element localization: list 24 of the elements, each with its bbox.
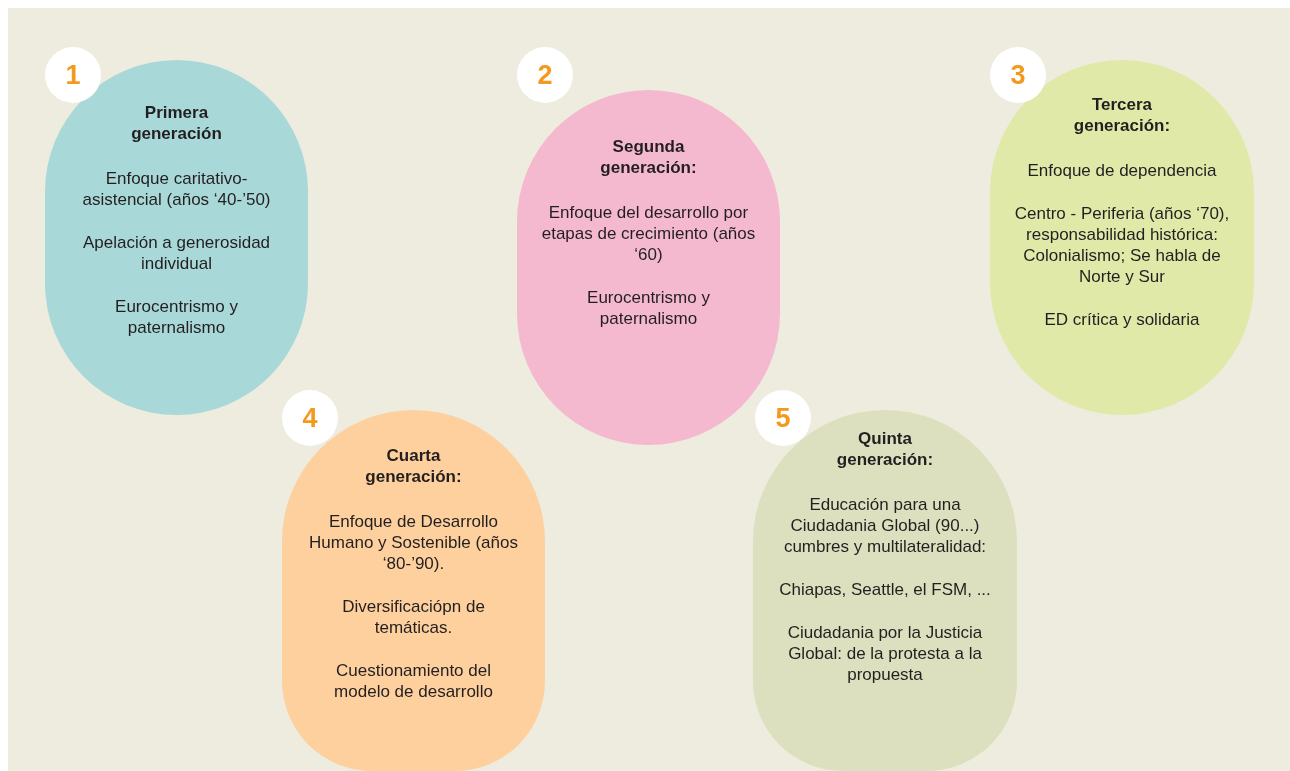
generation-description: Ciudadania por la Justicia Global: de la protesta a la propuesta <box>786 622 984 685</box>
generation-description: Enfoque del desarrollo por etapas de crecimiento (años ‘60) <box>541 202 756 265</box>
step-number: 4 <box>302 402 318 434</box>
generation-heading: Quinta generación: <box>835 428 935 470</box>
generation-description: Cuestionamiento del modelo de desarrollo <box>333 660 494 702</box>
step-number: 3 <box>1010 59 1026 91</box>
generation-description: Diversificaciópn de temáticas. <box>341 596 486 638</box>
step-number: 2 <box>537 59 553 91</box>
generation-heading: Tercera generación: <box>1072 94 1172 136</box>
generation-description: Enfoque caritativo-asistencial (años ‘40-’50) <box>81 168 272 210</box>
generation-description: Eurocentrismo y paternalismo <box>586 287 711 329</box>
generation-description: Chiapas, Seattle, el FSM, ... <box>779 579 991 600</box>
generation-description: Enfoque de dependencia <box>1027 160 1217 181</box>
generation-description: ED crítica y solidaria <box>1044 309 1200 330</box>
generation-description: Enfoque de Desarrollo Humano y Sostenible (años ‘80-’90). <box>308 511 519 574</box>
generation-heading: Segunda generación: <box>599 136 698 178</box>
generation-description: Centro - Periferia (años ‘70), responsabilidad histórica: Colonialismo; Se habla de Norte y Sur <box>1014 203 1230 287</box>
generation-description: Apelación a generosidad individual <box>81 232 272 274</box>
generation-description: Eurocentrismo y paternalismo <box>114 296 239 338</box>
generation-heading: Cuarta generación: <box>364 445 463 487</box>
generation-description: Educación para una Ciudadania Global (90...) cumbres y multilateralidad: <box>782 494 988 557</box>
generation-heading: Primera generación <box>130 102 223 144</box>
step-number: 5 <box>775 402 791 434</box>
step-number: 1 <box>65 59 81 91</box>
